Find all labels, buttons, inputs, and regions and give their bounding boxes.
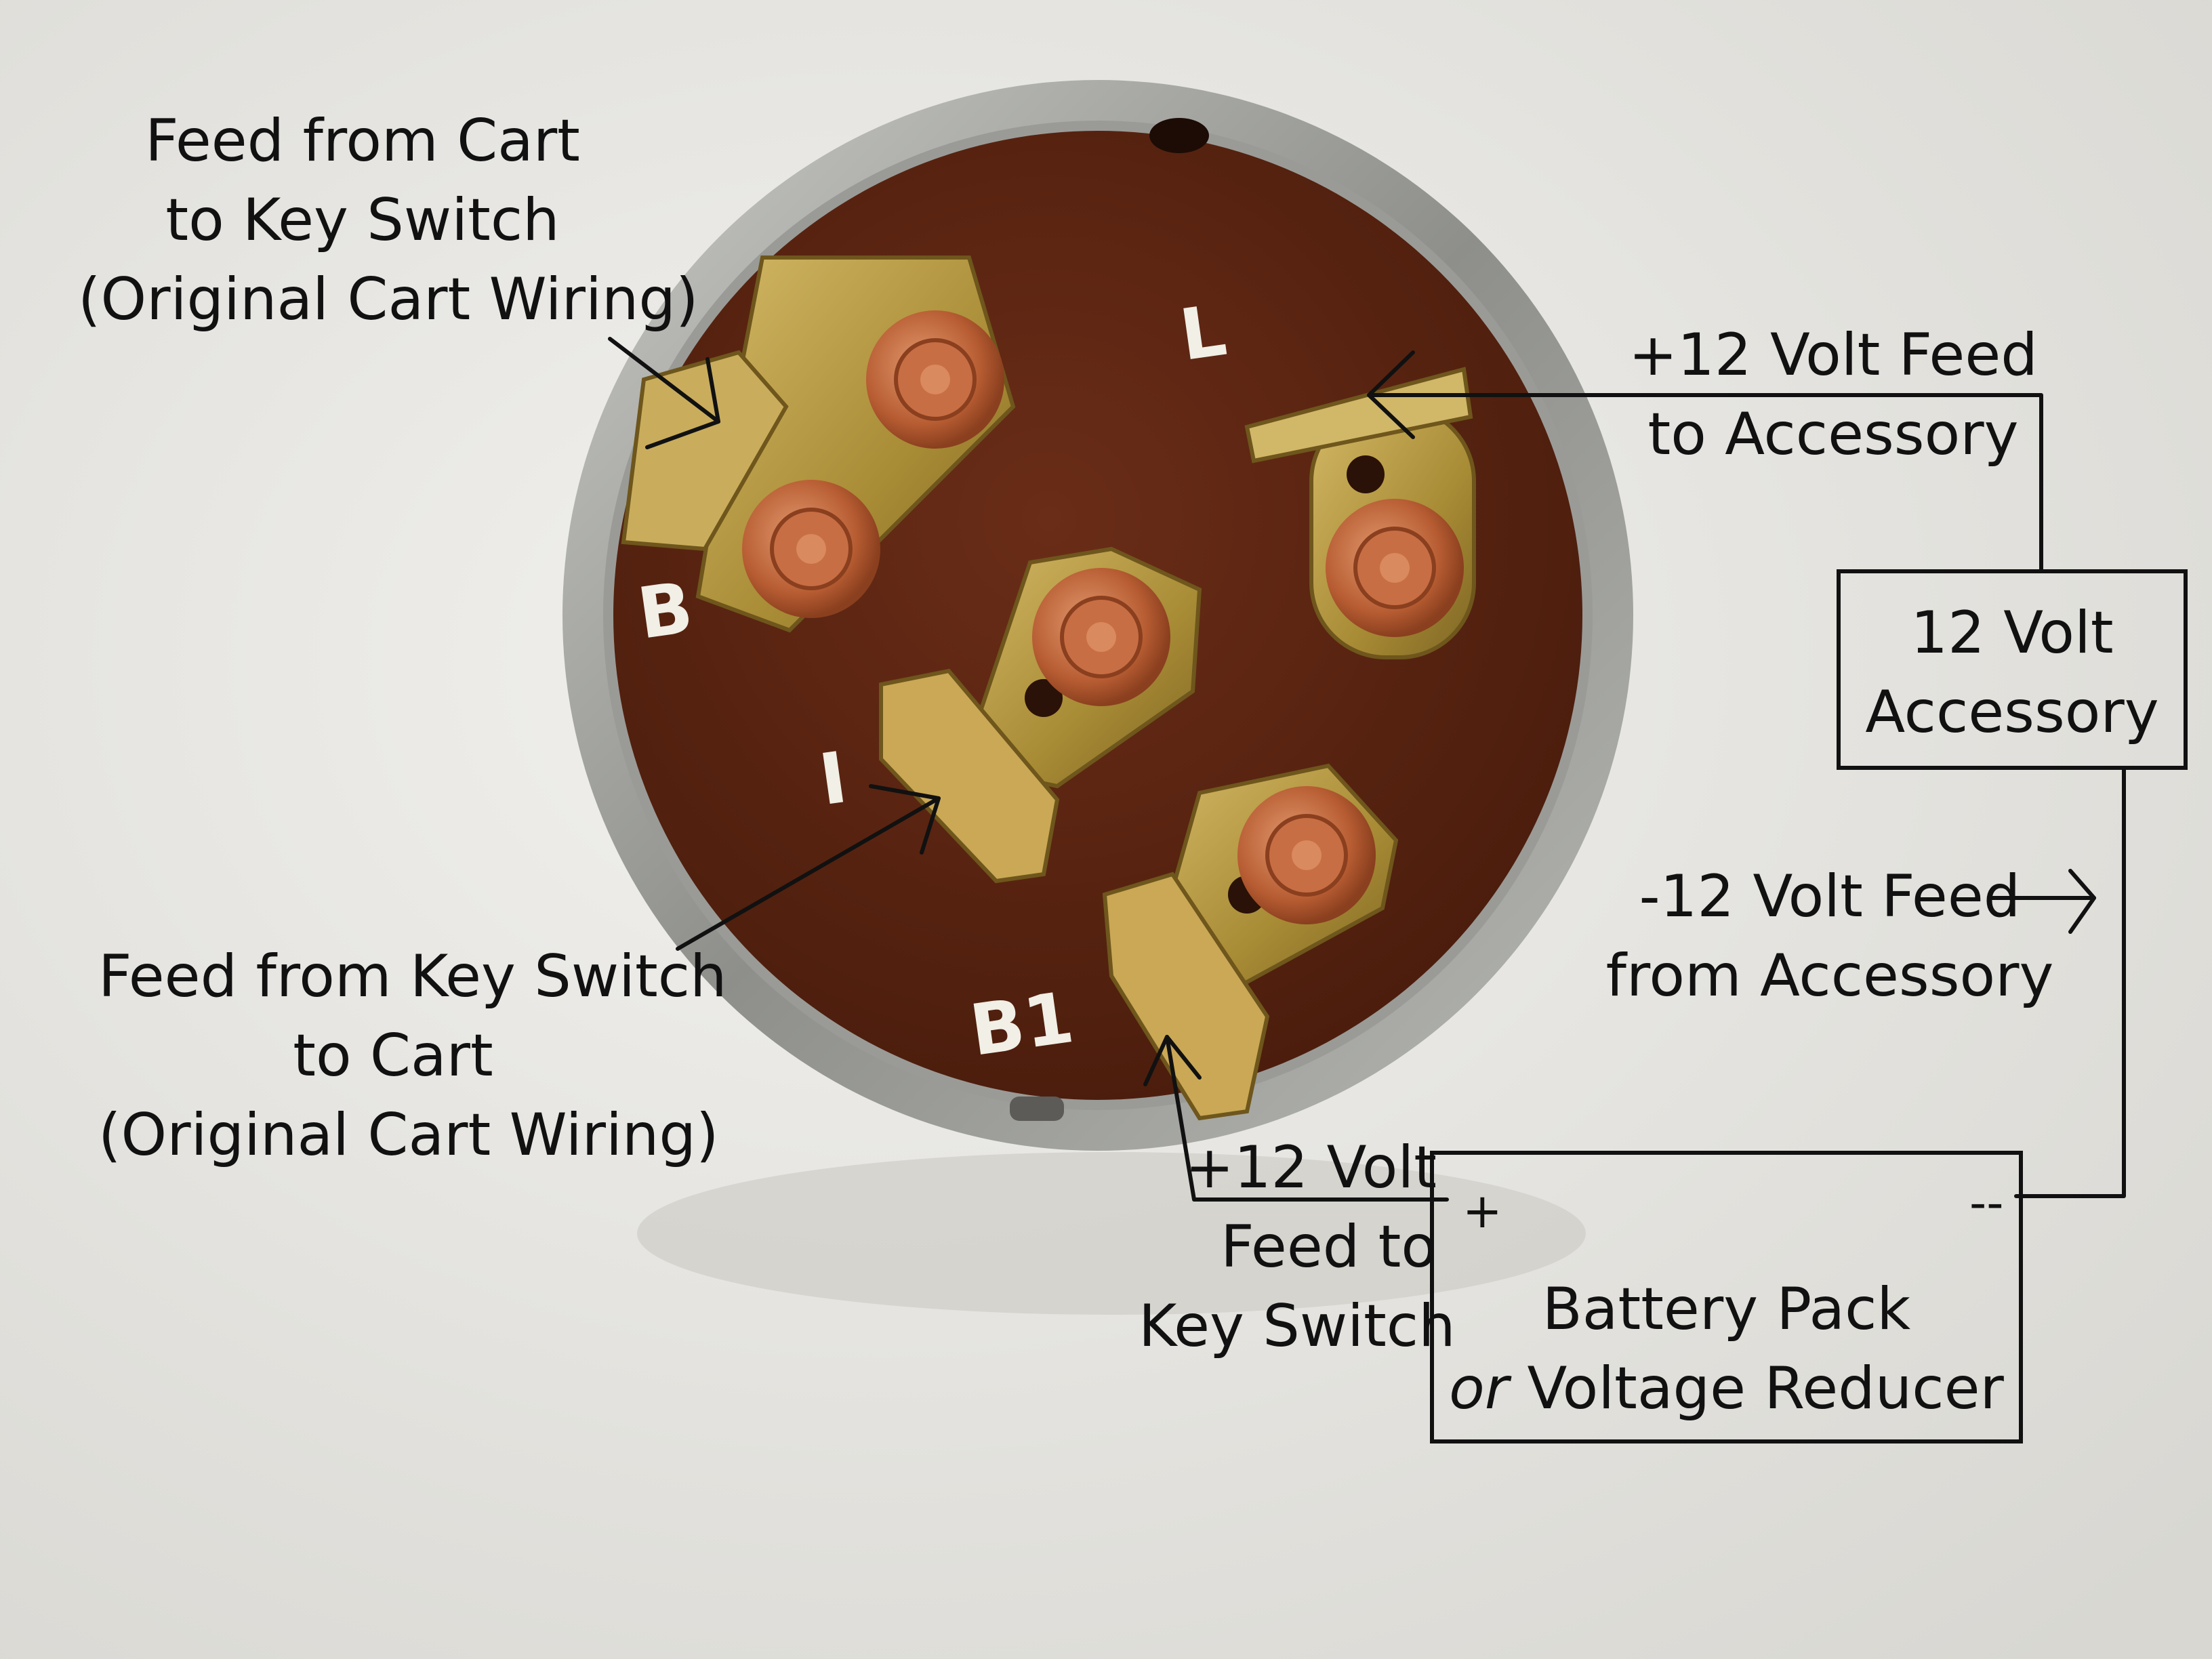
battery-negative-terminal: -- (1969, 1175, 2004, 1231)
terminal-label-b: B (632, 566, 698, 655)
terminal-b (621, 255, 1016, 633)
accessory-box: 12 Volt Accessory (1837, 569, 2188, 770)
battery-positive-terminal: + (1462, 1183, 1502, 1239)
label-plus-12-to-key-switch: +12 Volt Feed to Key Switch (1139, 1134, 1456, 1360)
label-plus-12-to-accessory: +12 Volt Feed to Accessory (1629, 321, 2038, 468)
terminal-l (1244, 367, 1476, 659)
label-minus-12-from-accessory: -12 Volt Feed from Accessory (1605, 863, 2054, 1010)
battery-box-or: or (1449, 1355, 1509, 1422)
terminal-label-b1: B1 (965, 976, 1079, 1072)
accessory-box-label: 12 Volt Accessory (1865, 599, 2159, 746)
battery-box: + -- Battery Pack or Voltage Reducer (1430, 1151, 2023, 1443)
battery-box-label: Battery Pack or Voltage Reducer (1449, 1275, 2004, 1422)
label-feed-from-key-switch: Feed from Key Switch to Cart (Original C… (98, 943, 727, 1169)
wiring-lines (608, 337, 2126, 1202)
terminal-b1 (1102, 763, 1399, 1121)
label-feed-from-cart: Feed from Cart to Key Switch (Original C… (78, 107, 699, 333)
terminal-i (879, 546, 1202, 884)
